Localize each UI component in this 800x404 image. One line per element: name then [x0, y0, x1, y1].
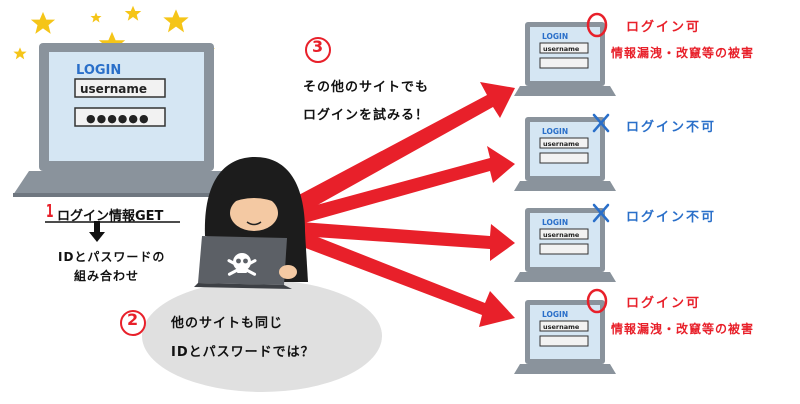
site-laptop-4: LOGIN username [514, 300, 616, 374]
fail-cross-icon [592, 203, 610, 223]
site-laptop-screen [530, 27, 600, 81]
skull-icon [227, 253, 257, 276]
main-password-field [74, 107, 166, 127]
step2-number: 2 [127, 310, 139, 329]
site-laptop-base [514, 364, 616, 374]
step3-number-circle [305, 37, 331, 63]
main-laptop-screen [49, 52, 204, 161]
result-down-arrow [89, 221, 105, 242]
site-password-field [539, 152, 589, 164]
arrow-to-site-3 [300, 222, 515, 261]
site-username-text: username [543, 323, 580, 331]
site-laptop-3: LOGIN username [514, 208, 616, 282]
site-1-detail: 情報漏洩・改竄等の被害 [611, 46, 755, 60]
hacker [194, 157, 308, 289]
success-circle-icon [586, 12, 608, 38]
hacker-face [230, 195, 278, 231]
main-username-text: username [80, 82, 147, 96]
step3-line2: ログインを試みる！ [303, 108, 430, 123]
site-username-field [539, 137, 589, 149]
step3-number: 3 [312, 37, 324, 56]
star-icon [163, 9, 189, 33]
site-laptop-screen [530, 122, 600, 176]
site-laptop-screen [530, 305, 600, 359]
site-username-text: username [543, 231, 580, 239]
arrow-to-site-2 [298, 146, 515, 224]
site-username-text: username [543, 45, 580, 53]
step1-result-line2: 組み合わせ [74, 269, 140, 283]
site-password-field [539, 335, 589, 347]
site-password-field [539, 243, 589, 255]
star-icon [124, 5, 142, 21]
main-password-mask: ●●●●●● [86, 112, 150, 125]
site-login-title: LOGIN [542, 32, 568, 41]
main-login-title: LOGIN [76, 63, 121, 78]
step1-number: 1 [46, 201, 54, 222]
fail-cross-icon [592, 113, 610, 133]
site-laptop-base [514, 181, 616, 191]
hacker-smile [246, 221, 262, 226]
site-username-text: username [543, 140, 580, 148]
site-login-title: LOGIN [542, 310, 568, 319]
arrow-to-site-4 [295, 230, 515, 327]
main-laptop-base [13, 171, 240, 195]
site-login-title: LOGIN [542, 218, 568, 227]
site-laptop-screen [530, 213, 600, 267]
main-laptop: LOGIN username ●●●●●● [13, 43, 240, 197]
attack-arrows [295, 82, 515, 327]
star-icon [90, 12, 102, 23]
site-4-detail: 情報漏洩・改竄等の被害 [611, 322, 755, 336]
arrow-to-site-1 [295, 82, 515, 212]
site-4-status: ログイン可 [626, 296, 702, 311]
hacker-hood-shadow [228, 190, 280, 204]
site-3-status: ログイン不可 [626, 210, 717, 225]
success-circle-icon [586, 288, 608, 314]
step2-line1: 他のサイトも同じ [171, 316, 284, 331]
hacker-hand [279, 265, 297, 279]
step1-result-line1: IDとパスワードの [58, 250, 166, 264]
site-laptop-1: LOGIN username [514, 22, 616, 96]
site-laptop-base [514, 272, 616, 282]
site-2-status: ログイン不可 [626, 120, 717, 135]
site-laptop-base [514, 86, 616, 96]
site-username-field [539, 42, 589, 54]
hacker-laptop-edge [194, 283, 292, 289]
site-login-title: LOGIN [542, 127, 568, 136]
star-icon [30, 11, 56, 34]
step2-line2: IDとパスワードでは？ [171, 345, 315, 360]
site-1-status: ログイン可 [626, 20, 702, 35]
main-username-field [74, 78, 166, 98]
site-username-field [539, 228, 589, 240]
step2-bubble [142, 280, 382, 392]
step3-line1: その他のサイトでも [303, 80, 430, 95]
site-laptop-2: LOGIN username [514, 117, 616, 191]
site-password-field [539, 57, 589, 69]
star-icon [13, 47, 27, 60]
main-laptop-base-edge [13, 193, 240, 197]
step2-number-circle [120, 310, 146, 336]
site-username-field [539, 320, 589, 332]
step1-label: ログイン情報GET [57, 209, 164, 224]
